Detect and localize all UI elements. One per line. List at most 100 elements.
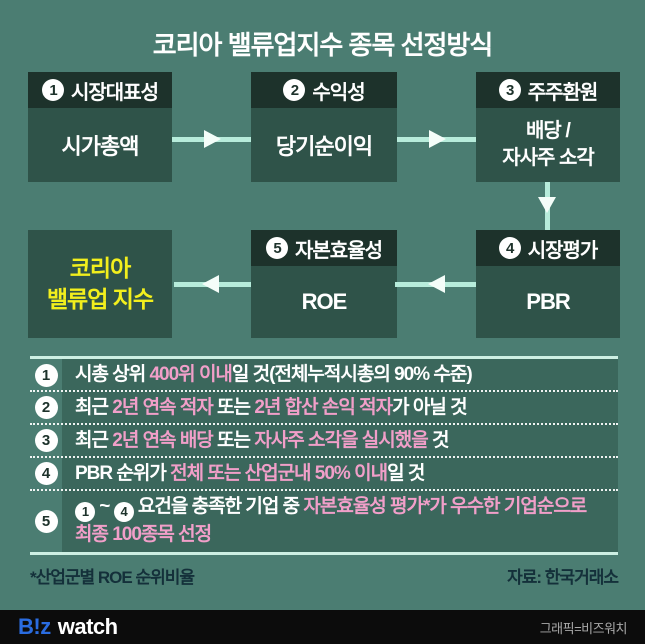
- flow-box-capital-efficiency: 5 자본효율성 ROE: [251, 230, 397, 338]
- rule-text: 최근 2년 연속 적자 또는 2년 합산 손익 적자가 아닐 것: [62, 391, 618, 424]
- rule-segment: 자본효율성 평가*가 우수한 기업순으로: [303, 496, 587, 517]
- flow-box-shareholder-return: 3 주주환원 배당 / 자사주 소각: [476, 72, 620, 182]
- flow-box-header: 2 수익성: [251, 72, 397, 108]
- arrow-left-icon: [202, 275, 219, 293]
- flow-box-title: 주주환원: [527, 81, 599, 104]
- circle-number-icon: 1: [42, 79, 64, 101]
- arrow-down-icon: [538, 197, 556, 213]
- footnote-text: *산업군별 ROE 순위비율: [30, 568, 195, 587]
- flow-box-profitability: 2 수익성 당기순이익: [251, 72, 397, 182]
- result-box-line: 밸류업 지수: [46, 286, 154, 312]
- rule-number-column: 1: [30, 359, 62, 391]
- rule-segment: 요건을 충족한 기업 중: [133, 496, 304, 517]
- rule-segment: 일 것(전체누적시총의 90% 수준): [231, 364, 473, 385]
- source-text: 자료: 한국거래소: [507, 568, 619, 587]
- rule-segment: 가 아닐 것: [392, 396, 467, 418]
- flow-box-body: 시가총액: [28, 108, 172, 182]
- bizwatch-logo: B!z watch: [18, 614, 118, 640]
- rule-segment: 또는: [212, 429, 255, 451]
- rule-segment: 최종 100종목 선정: [75, 524, 212, 545]
- circle-number-icon: 1: [34, 363, 58, 387]
- dotted-separator: [30, 489, 618, 491]
- flow-box-body: 배당 / 자사주 소각: [476, 108, 620, 182]
- flow-box-value: 배당 /: [526, 120, 571, 142]
- result-box-korea-value-up-index: 코리아 밸류업 지수: [28, 230, 172, 338]
- rule-line: PBR 순위가 전체 또는 산업군내 50% 이내일 것: [75, 461, 618, 487]
- flow-box-value: 시가총액: [61, 134, 140, 159]
- circle-number-icon: 2: [283, 79, 306, 101]
- rule-segment: 2년 연속 배당: [112, 429, 214, 451]
- flow-box-value: ROE: [301, 289, 348, 314]
- logo-biz-text: B!z: [18, 614, 51, 639]
- rule-text: 시총 상위 400위 이내일 것(전체누적시총의 90% 수준): [62, 359, 618, 391]
- flow-box-header: 4 시장평가: [476, 230, 620, 266]
- rule-segment: ~: [95, 496, 114, 517]
- rules-top-border: [30, 356, 618, 359]
- flow-box-market-valuation: 4 시장평가 PBR: [476, 230, 620, 338]
- flow-box-body: 당기순이익: [251, 108, 397, 182]
- flow-box-title: 자본효율성: [295, 239, 383, 262]
- rule-segment: 것: [427, 429, 449, 451]
- circle-number-icon: 5: [266, 237, 288, 259]
- rule-row: 4 PBR 순위가 전체 또는 산업군내 50% 이내일 것: [30, 457, 618, 490]
- rule-number-column: 2: [30, 391, 62, 424]
- flow-box-body: ROE: [251, 266, 397, 338]
- rule-row: 3 최근 2년 연속 배당 또는 자사주 소각을 실시했을 것: [30, 424, 618, 457]
- flow-box-value: 당기순이익: [275, 134, 373, 159]
- rule-segment: 2년 연속 적자: [112, 396, 214, 418]
- circle-number-icon: 3: [34, 429, 58, 452]
- result-box-line: 코리아: [69, 255, 131, 281]
- rule-row: 2 최근 2년 연속 적자 또는 2년 합산 손익 적자가 아닐 것: [30, 391, 618, 424]
- bottom-bar: B!z watch 그래픽=비즈워치: [0, 610, 645, 644]
- rule-segment: 일 것: [387, 462, 425, 484]
- page-title: 코리아 밸류업지수 종목 선정방식: [152, 30, 494, 60]
- rule-segment: 또는: [212, 396, 255, 418]
- flow-box-header: 5 자본효율성: [251, 230, 397, 266]
- dotted-separator: [30, 423, 618, 425]
- arrow-right-icon: [429, 130, 446, 148]
- inline-circle-number-icon: 1: [75, 502, 95, 522]
- rule-row: 1 시총 상위 400위 이내일 것(전체누적시총의 90% 수준): [30, 359, 618, 391]
- flow-box-value: 자사주 소각: [502, 147, 595, 169]
- rule-line: 최근 2년 연속 적자 또는 2년 합산 손익 적자가 아닐 것: [75, 395, 618, 421]
- graphic-credit: 그래픽=비즈워치: [539, 620, 628, 636]
- rule-segment: 전체 또는 산업군내 50% 이내: [170, 462, 388, 484]
- rule-line: 시총 상위 400위 이내일 것(전체누적시총의 90% 수준): [75, 362, 618, 388]
- rule-number-column: 4: [30, 457, 62, 490]
- rule-segment: PBR 순위가: [75, 462, 171, 484]
- flow-box-body: PBR: [476, 266, 620, 338]
- rule-segment: 자사주 소각을 실시했을: [254, 429, 428, 451]
- logo-watch-text: watch: [57, 614, 118, 639]
- rule-segment: 400위 이내: [149, 364, 232, 385]
- circle-number-icon: 4: [498, 237, 521, 259]
- flow-box-header: 1 시장대표성: [28, 72, 172, 108]
- rule-segment: 시총 상위: [75, 364, 150, 385]
- inline-circle-number-icon: 4: [113, 502, 134, 522]
- dotted-separator: [30, 456, 618, 458]
- flow-box-title: 수익성: [312, 81, 365, 104]
- flow-box-title: 시장평가: [527, 239, 599, 262]
- rule-line: 1 ~ 4 요건을 충족한 기업 중 자본효율성 평가*가 우수한 기업순으로: [75, 494, 618, 522]
- rule-line: 최근 2년 연속 배당 또는 자사주 소각을 실시했을 것: [75, 428, 618, 454]
- rule-number-column: 5: [30, 490, 62, 552]
- arrow-right-icon: [204, 130, 221, 148]
- footnote-row: *산업군별 ROE 순위비율 자료: 한국거래소: [30, 563, 619, 588]
- rules-bottom-border: [30, 552, 618, 555]
- rule-text: 최근 2년 연속 배당 또는 자사주 소각을 실시했을 것: [62, 424, 618, 457]
- rule-text: PBR 순위가 전체 또는 산업군내 50% 이내일 것: [62, 457, 618, 490]
- circle-number-icon: 5: [34, 509, 58, 533]
- dotted-separator: [30, 390, 618, 392]
- rule-segment: 최근: [75, 396, 113, 418]
- rule-segment: 최근: [75, 429, 113, 451]
- circle-number-icon: 3: [498, 79, 521, 101]
- flow-box-header: 3 주주환원: [476, 72, 620, 108]
- circle-number-icon: 2: [34, 396, 58, 419]
- rule-line: 최종 100종목 선정: [75, 522, 618, 548]
- flow-box-title: 시장대표성: [71, 81, 159, 104]
- rule-number-column: 3: [30, 424, 62, 457]
- flow-box-value: PBR: [526, 289, 570, 314]
- rule-segment: 2년 합산 손익 적자: [254, 396, 393, 418]
